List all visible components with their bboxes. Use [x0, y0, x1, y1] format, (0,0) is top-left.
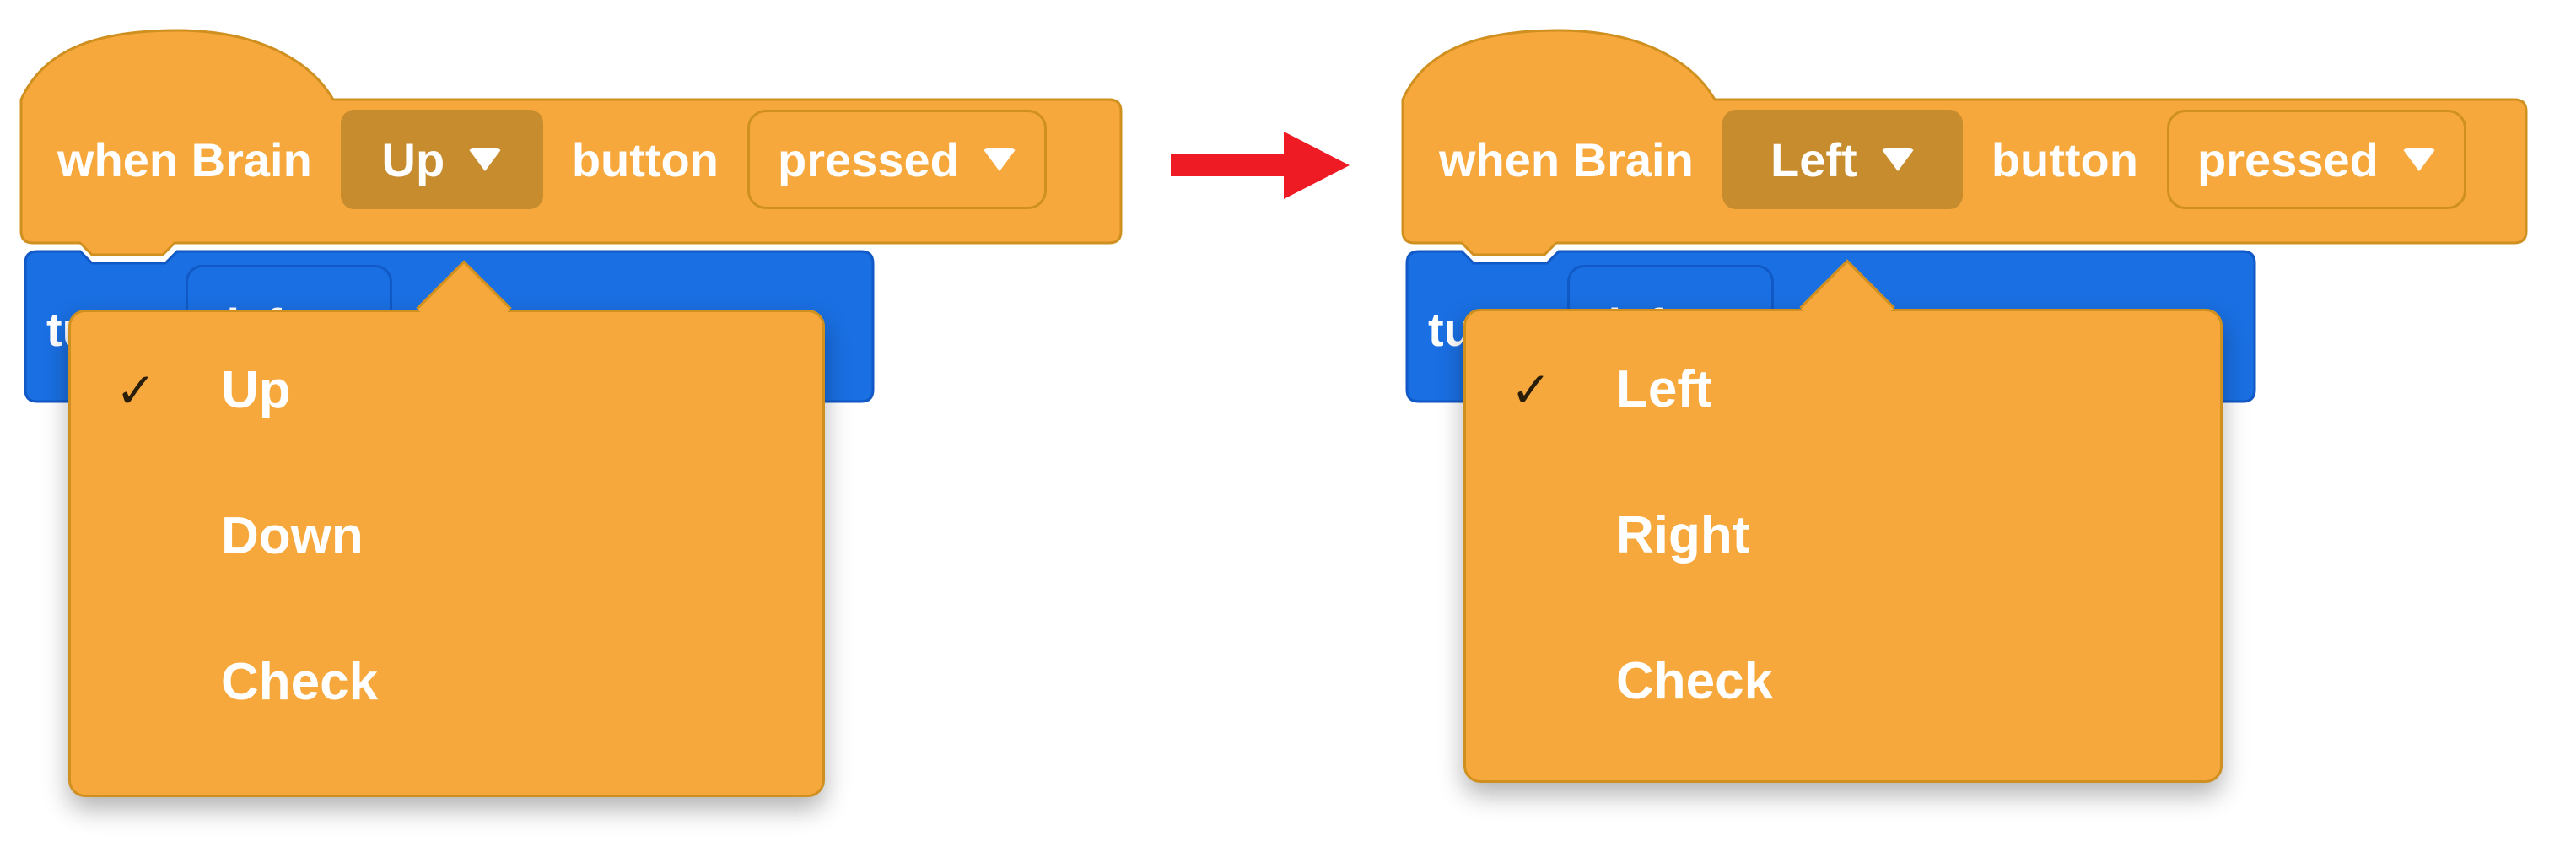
hat-text-when-brain: when Brain: [57, 132, 312, 186]
brain-button-dropdown[interactable]: Up: [340, 110, 543, 209]
menu-item-up[interactable]: ✓ Up: [71, 317, 822, 463]
button-state-dropdown[interactable]: pressed: [2166, 110, 2466, 209]
menu-pointer-cover: [1783, 311, 1918, 362]
check-icon: ✓: [115, 363, 157, 418]
chevron-down-icon: [1880, 148, 1915, 171]
menu-item-check[interactable]: Check: [1616, 652, 1774, 710]
menu-item-right[interactable]: Right: [1616, 506, 1750, 564]
menu-item-left[interactable]: ✓ Left: [1466, 316, 2220, 462]
hat-block-content: when Brain Left button pressed: [1439, 110, 2466, 209]
arrow-head: [1284, 132, 1350, 199]
brain-button-value: Up: [381, 132, 445, 186]
menu-item-down[interactable]: Down: [221, 507, 364, 565]
chevron-down-icon: [468, 148, 503, 171]
button-state-value: pressed: [778, 132, 959, 186]
brain-button-value: Left: [1770, 132, 1857, 186]
menu-pointer-cover: [400, 312, 535, 363]
check-icon: ✓: [1510, 362, 1552, 418]
arrow-shaft: [1171, 154, 1289, 176]
brain-button-dropdown-menu: ✓ Left Right Check: [1463, 259, 2223, 783]
button-state-value: pressed: [2197, 132, 2379, 186]
button-state-dropdown[interactable]: pressed: [746, 110, 1047, 209]
brain-button-dropdown[interactable]: Left: [1722, 110, 1963, 209]
chevron-down-icon: [2401, 148, 2436, 171]
hat-text-when-brain: when Brain: [1439, 132, 1694, 186]
hat-text-button: button: [571, 132, 719, 186]
menu-item-check[interactable]: Check: [221, 653, 379, 711]
hat-block-content: when Brain Up button pressed: [57, 110, 1047, 209]
hat-text-button: button: [1991, 132, 2138, 186]
chevron-down-icon: [982, 148, 1016, 171]
transition-arrow-icon: [1171, 132, 1353, 199]
brain-button-dropdown-menu: ✓ Up Down Check: [68, 260, 825, 797]
